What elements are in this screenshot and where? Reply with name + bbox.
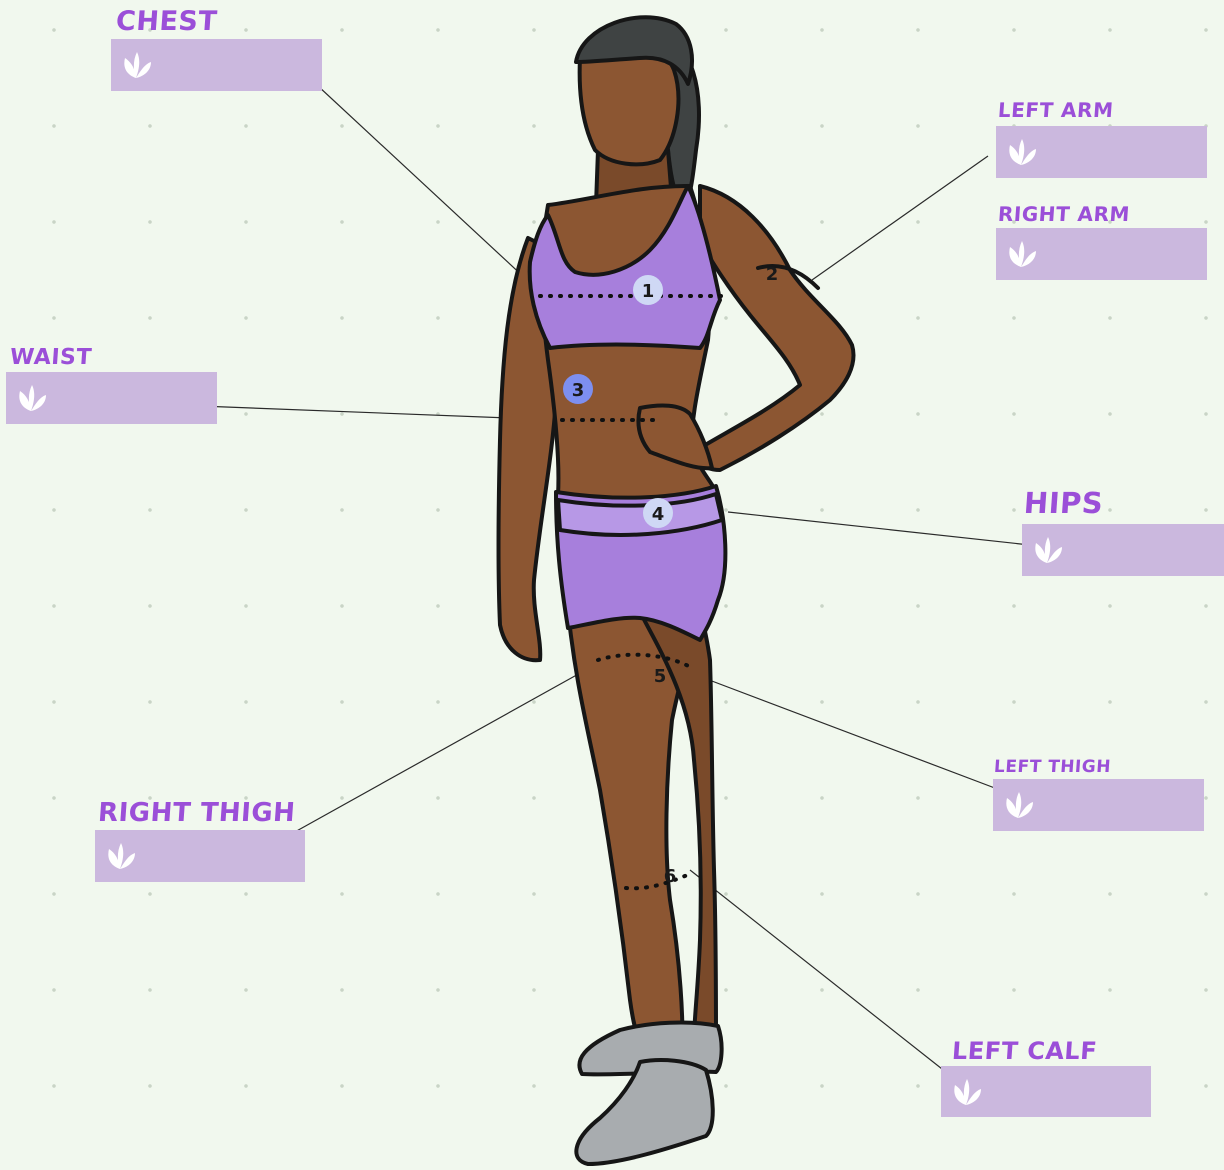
left-arm-shape	[696, 186, 853, 470]
marker-1: 1	[642, 281, 655, 302]
marker-3: 3	[572, 380, 585, 401]
hips-connector-line	[728, 512, 1030, 545]
left-thigh-input[interactable]	[993, 779, 1204, 831]
leaf-icon	[1004, 237, 1038, 271]
hips-input[interactable]	[1022, 524, 1224, 576]
left-arm-label: LEFT ARM	[997, 98, 1114, 122]
waist-label: WAIST	[9, 345, 93, 370]
marker-6: 6	[664, 866, 677, 887]
leaf-icon	[1004, 135, 1038, 169]
left-thigh-label: LEFT THIGH	[993, 757, 1111, 777]
left-thigh-connector-line	[696, 675, 1008, 793]
leaf-icon	[1030, 533, 1064, 567]
chest-connector-line	[304, 73, 540, 292]
marker-5: 5	[654, 666, 667, 687]
left-calf-connector-line	[690, 870, 956, 1080]
left-calf-label: LEFT CALF	[951, 1037, 1098, 1065]
marker-4: 4	[652, 504, 665, 525]
right-arm-input[interactable]	[996, 228, 1207, 280]
waist-input[interactable]	[6, 372, 217, 424]
right-thigh-label: RIGHT THIGH	[97, 798, 296, 828]
marker-2: 2	[766, 264, 779, 285]
chest-input[interactable]	[111, 39, 322, 91]
leaf-icon	[949, 1075, 983, 1109]
arm-connector-line	[812, 156, 988, 280]
right-thigh-connector-line	[293, 672, 582, 833]
right-arm-label: RIGHT ARM	[997, 202, 1131, 226]
leaf-icon	[14, 381, 48, 415]
leaf-icon	[103, 839, 137, 873]
hips-label: HIPS	[1023, 486, 1105, 520]
chest-label: CHEST	[115, 6, 218, 37]
right-thigh-input[interactable]	[95, 830, 305, 882]
left-calf-input[interactable]	[941, 1066, 1151, 1117]
leaf-icon	[119, 48, 153, 82]
left-arm-input[interactable]	[996, 126, 1207, 178]
leaf-icon	[1001, 788, 1035, 822]
